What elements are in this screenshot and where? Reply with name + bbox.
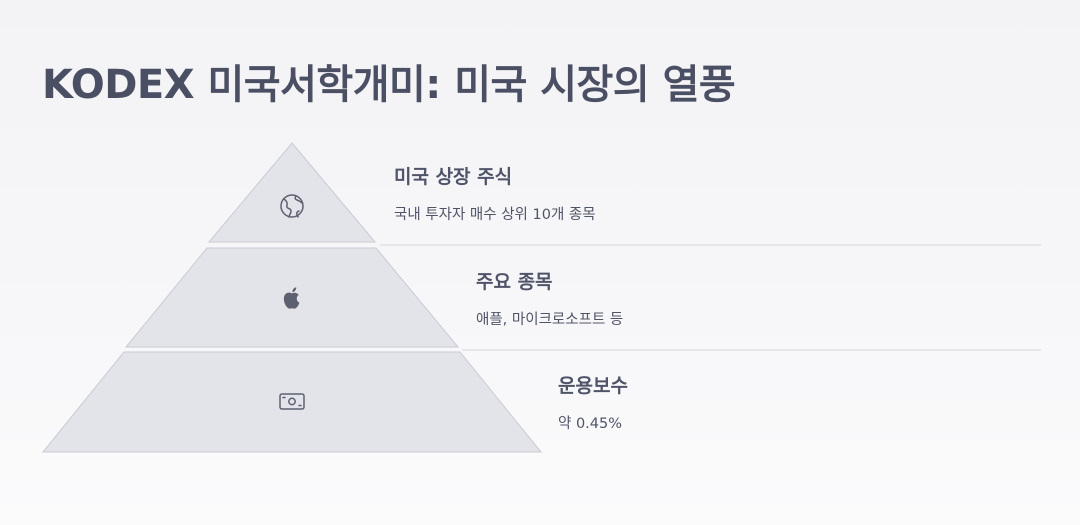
page-title: KODEX 미국서학개미: 미국 시장의 열풍 (42, 62, 736, 108)
tier-description: 국내 투자자 매수 상위 10개 종목 (394, 207, 596, 223)
tier-label-bottom: 운용보수 약 0.45% (558, 371, 628, 433)
globe-icon (280, 194, 304, 218)
tier-label-middle: 주요 종목 애플, 마이크로소프트 등 (476, 267, 623, 329)
apple-icon (283, 287, 300, 309)
money-icon (279, 393, 305, 410)
tier-description: 애플, 마이크로소프트 등 (476, 312, 624, 328)
pyramid-tier-bottom (41, 351, 543, 453)
tier-description: 약 0.45% (558, 416, 623, 432)
pyramid-tier-top (207, 142, 377, 243)
tier-heading: 주요 종목 (476, 271, 553, 293)
tier-heading: 미국 상장 주식 (394, 166, 513, 188)
tier-label-top: 미국 상장 주식 국내 투자자 매수 상위 10개 종목 (394, 162, 596, 224)
tier-heading: 운용보수 (558, 375, 628, 397)
